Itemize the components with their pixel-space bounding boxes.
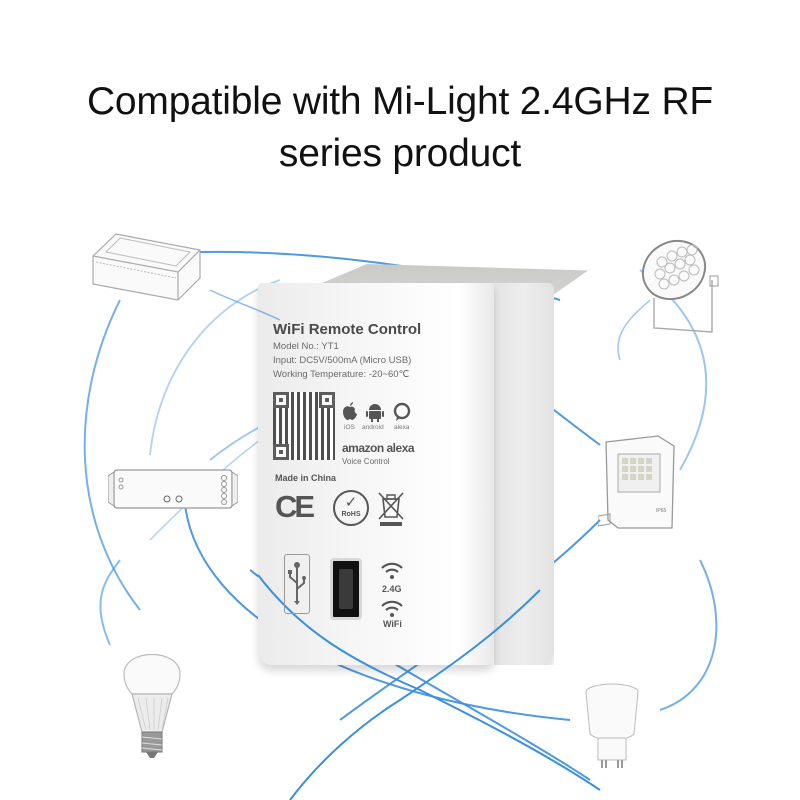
headline: Compatible with Mi-Light 2.4GHz RF serie… [0, 76, 800, 180]
svg-text:IP65: IP65 [656, 508, 667, 514]
ios-caption: iOS [344, 424, 355, 431]
made-in-china: Made in China [275, 473, 337, 483]
android-icon [366, 404, 384, 422]
amazon-alexa-logo: amazon alexa [342, 441, 415, 455]
usb-symbol-panel [284, 554, 310, 614]
flood-light-illustration: IP65 [598, 435, 675, 529]
gu10-spotlight-illustration [585, 683, 639, 768]
qr-finder-top-left [273, 392, 289, 408]
led-bulb-illustration [123, 654, 181, 758]
band-label: 2.4G [382, 584, 402, 594]
wifi-label: WiFi [383, 619, 402, 629]
alexa-caption: alexa [394, 424, 410, 431]
headline-line-1: Compatible with Mi-Light 2.4GHz RF [86, 80, 714, 123]
qr-code [273, 392, 335, 460]
weee-crossed-bin-icon [378, 492, 404, 526]
device-working-temperature: Working Temperature: -20~60℃ [273, 369, 410, 380]
port-opening [339, 569, 353, 609]
apple-icon [343, 402, 357, 420]
device-model-number: Model No.: YT1 [273, 341, 339, 352]
device-side-face [494, 283, 554, 665]
qr-finder-top-right [319, 392, 335, 408]
device-label-title: WiFi Remote Control [273, 321, 422, 338]
device-input-spec: Input: DC5V/500mA (Micro USB) [273, 355, 412, 366]
led-controller-box-illustration [92, 233, 201, 301]
usb-icon [288, 562, 306, 605]
checkmark-icon: ✓ [344, 494, 358, 511]
strip-controller-illustration [108, 469, 238, 509]
voice-control-caption: Voice Control [342, 457, 390, 466]
ce-mark: CE [275, 489, 315, 524]
wifi-icon [381, 600, 403, 617]
qr-finder-bottom-left [273, 444, 289, 460]
wifi-2.4g-icon [381, 562, 403, 579]
rohs-badge: ✓ RoHS [333, 490, 369, 526]
android-caption: android [362, 424, 384, 431]
micro-usb-port [330, 558, 362, 620]
headline-line-2: series product [278, 132, 522, 175]
rohs-text: RoHS [341, 511, 361, 518]
alexa-ring-icon [393, 402, 411, 421]
garden-spotlight-illustration [641, 239, 719, 333]
